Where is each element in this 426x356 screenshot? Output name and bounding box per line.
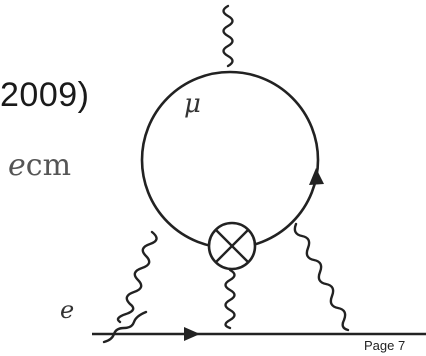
photon-right [293, 222, 350, 332]
page-number: Page 7 [364, 338, 406, 353]
muon-loop [140, 70, 320, 250]
unit-italic-e: e [8, 148, 26, 183]
muon-label: μ [184, 89, 201, 119]
photon-middle [224, 268, 236, 330]
photon-left [116, 230, 158, 324]
electron-arrow-icon [184, 327, 200, 341]
electron-label: e [60, 296, 74, 324]
unit-cm: cm [25, 148, 72, 183]
unit-fragment: ecm [8, 148, 71, 183]
loop-arrow-icon [309, 168, 324, 185]
vertex-cross-2 [215, 229, 249, 263]
year-citation-fragment: 2009) [0, 76, 90, 114]
photon-left-lower [102, 310, 148, 344]
photon-top [222, 4, 234, 68]
